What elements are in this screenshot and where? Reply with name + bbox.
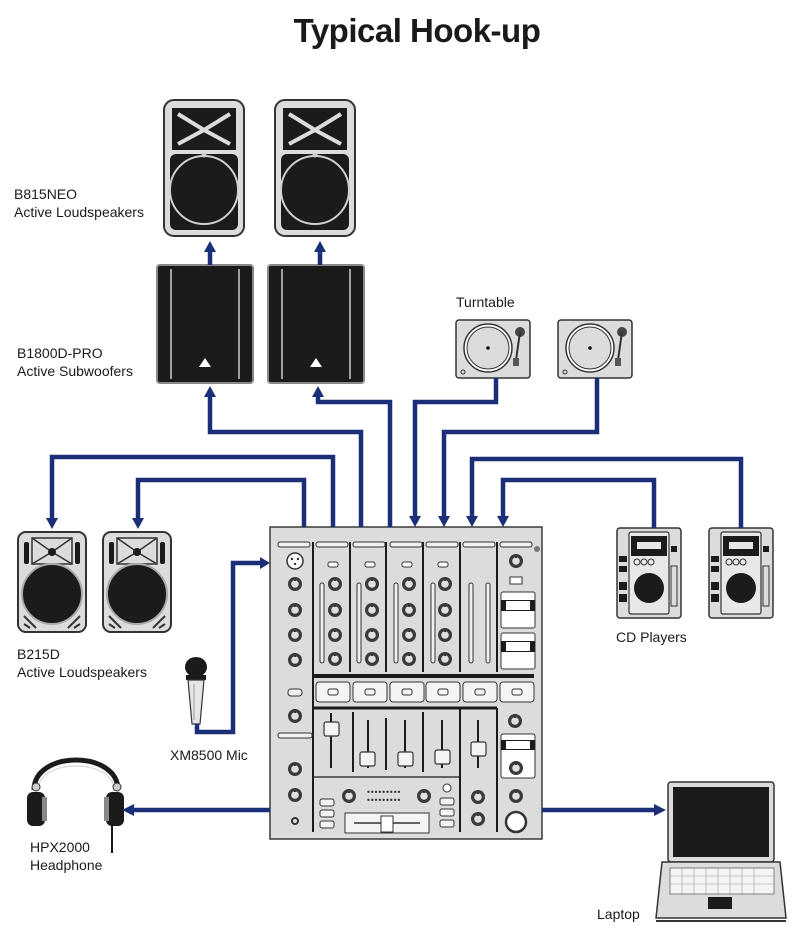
- svg-text:•••••••••: •••••••••: [366, 788, 401, 797]
- subwoofers-label: B1800D-PRO Active Subwoofers: [17, 344, 133, 380]
- mic-label: XM8500 Mic: [170, 747, 248, 763]
- cd-player-1: [616, 527, 682, 619]
- diagram-title: Typical Hook-up: [293, 12, 541, 49]
- headphone: [27, 757, 124, 853]
- top-speakers-description: Active Loudspeakers: [14, 204, 144, 220]
- cable-mixer-to-monitor1: [49, 454, 336, 527]
- monitors-label: B215D Active Loudspeakers: [17, 645, 147, 681]
- subwoofer-1: [156, 264, 254, 384]
- cable-cd1-to-mixer: [500, 477, 657, 528]
- cable-mic-to-mixer: [194, 560, 262, 735]
- turntable-1: [455, 319, 531, 379]
- turntable-2: [557, 319, 633, 379]
- cable-mixer-to-sub2: [315, 395, 393, 527]
- cd-players-label: CD Players: [616, 629, 687, 645]
- top-speaker-1: [162, 98, 246, 238]
- laptop: [655, 781, 787, 922]
- laptop-label: Laptop: [597, 906, 640, 922]
- subwoofers-description: Active Subwoofers: [17, 363, 133, 379]
- cables: [46, 241, 744, 816]
- top-speakers-label: B815NEO Active Loudspeakers: [14, 185, 144, 221]
- headphone-model: HPX2000: [30, 839, 90, 855]
- cable-mixer-to-monitor2: [135, 477, 307, 527]
- cd-player-2: [708, 527, 774, 619]
- cable-cd2-to-mixer: [469, 456, 744, 528]
- cable-mixer-to-sub1: [207, 395, 364, 527]
- monitors-model: B215D: [17, 646, 60, 662]
- svg-text:•••••••••: •••••••••: [366, 796, 401, 805]
- cable-turntable1-to-mixer: [412, 378, 499, 518]
- top-speakers-model: B815NEO: [14, 186, 78, 202]
- cable-turntable2-to-mixer: [441, 378, 600, 518]
- headphone-description: Headphone: [30, 857, 103, 873]
- top-speaker-2: [273, 98, 357, 238]
- dj-mixer: ••••••••• •••••••••: [269, 526, 543, 840]
- subwoofer-2: [267, 264, 365, 384]
- subwoofers-model: B1800D-PRO: [17, 345, 103, 361]
- turntable-label: Turntable: [456, 294, 515, 310]
- monitors-description: Active Loudspeakers: [17, 664, 147, 680]
- monitor-speaker-1: [17, 531, 87, 633]
- monitor-speaker-2: [102, 531, 172, 633]
- headphone-label: HPX2000 Headphone: [30, 838, 102, 874]
- microphone: [185, 657, 207, 725]
